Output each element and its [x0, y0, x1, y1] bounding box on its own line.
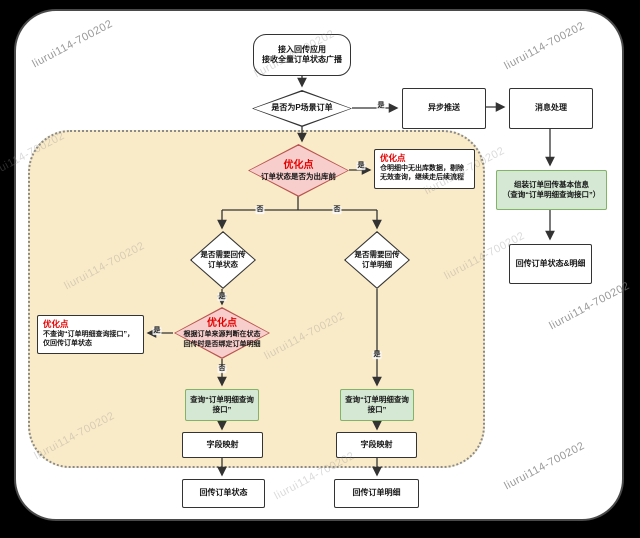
callback-detail-label: 回传订单明细 [352, 488, 401, 498]
field-mapping-right-label: 字段映射 [360, 439, 393, 449]
start-line1: 接入回传应用 [278, 44, 326, 54]
decision-p-order-label: 是否为P场景订单 [271, 103, 333, 113]
opt2-label: 优化点 根据订单来源判断在状态 回传时是否绑定订单明细 [174, 307, 270, 359]
opt2-line1: 根据订单来源判断在状态 [183, 331, 261, 339]
opt1-title: 优化点 [283, 160, 314, 172]
decision-p-order: 是否为P场景订单 [252, 90, 352, 127]
edge-label-no-left: 否 [255, 206, 265, 214]
need-detail-line1: 是否需要回传 [354, 250, 400, 260]
field-mapping-right-node: 字段映射 [336, 432, 417, 458]
assemble-line2: （查询“订单明细查询接口”） [502, 190, 601, 199]
callback-both-label: 回传订单状态&明细 [515, 258, 586, 268]
edge-label-yes-status: 是 [217, 293, 227, 301]
edge-label-yes-opt2: 是 [152, 327, 162, 335]
opt1-note: 优化点 仓明细中无出库数据，剔除无效查询，继续走后续流程 [374, 149, 475, 189]
opt2-note: 优化点 不查询“订单明细查询接口”，仅回传订单状态 [37, 315, 144, 354]
opt2-note-body: 不查询“订单明细查询接口”，仅回传订单状态 [43, 331, 134, 348]
decision-need-detail-label: 是否需要回传 订单明细 [344, 231, 410, 289]
edge-label-yes-opt1: 是 [356, 162, 366, 170]
callback-status-label: 回传订单状态 [199, 488, 248, 498]
query-left-line1: 查询“订单明细查询 [190, 395, 254, 405]
decision-need-detail: 是否需要回传 订单明细 [344, 231, 410, 289]
callback-both-node: 回传订单状态&明细 [509, 244, 592, 284]
opt1-decision: 优化点 订单状态是否为出库前 [248, 144, 349, 197]
opt2-note-title: 优化点 [43, 319, 69, 329]
opt1-label: 优化点 订单状态是否为出库前 [248, 144, 349, 197]
need-status-line2: 订单状态 [208, 260, 238, 269]
opt1-body: 订单状态是否为出库前 [261, 172, 336, 182]
msg-process-label: 消息处理 [535, 103, 567, 113]
edge-label-yes-detail: 是 [372, 351, 382, 359]
start-node: 接入回传应用 接收全量订单状态广播 [253, 34, 351, 76]
opt2-line2: 回传时是否绑定订单明细 [183, 340, 261, 348]
query-left-line2: 接口” [212, 405, 232, 414]
opt2-decision: 优化点 根据订单来源判断在状态 回传时是否绑定订单明细 [174, 307, 270, 359]
decision-need-status-label: 是否需要回传 订单状态 [190, 231, 256, 289]
query-interface-right-node: 查询“订单明细查询 接口” [340, 389, 414, 421]
assemble-node: 组装订单回传基本信息 （查询“订单明细查询接口”） [496, 170, 607, 210]
query-right-line1: 查询“订单明细查询 [345, 395, 409, 405]
need-detail-line2: 订单明细 [362, 260, 392, 269]
async-push-node: 异步推送 [402, 88, 486, 129]
opt2-title: 优化点 [207, 318, 237, 330]
async-push-label: 异步推送 [428, 103, 460, 113]
opt1-note-body: 仓明细中无出库数据，剔除无效查询，继续走后续流程 [380, 165, 464, 182]
callback-status-node: 回传订单状态 [182, 479, 265, 508]
opt1-note-title: 优化点 [380, 153, 406, 163]
edge-label-no-right: 否 [332, 206, 342, 214]
need-status-line1: 是否需要回传 [200, 250, 246, 260]
edge-label-no-opt2: 否 [217, 365, 227, 373]
field-mapping-left-label: 字段映射 [206, 439, 239, 449]
query-interface-left-node: 查询“订单明细查询 接口” [185, 389, 259, 421]
start-line2: 接收全量订单状态广播 [262, 55, 342, 64]
assemble-line1: 组装订单回传基本信息 [514, 180, 589, 190]
msg-process-node: 消息处理 [509, 88, 593, 129]
field-mapping-left-node: 字段映射 [182, 432, 263, 458]
query-right-line2: 接口” [367, 405, 387, 414]
edge-label-yes-p: 是 [376, 102, 386, 110]
decision-need-status: 是否需要回传 订单状态 [190, 231, 256, 289]
callback-detail-node: 回传订单明细 [334, 479, 419, 508]
